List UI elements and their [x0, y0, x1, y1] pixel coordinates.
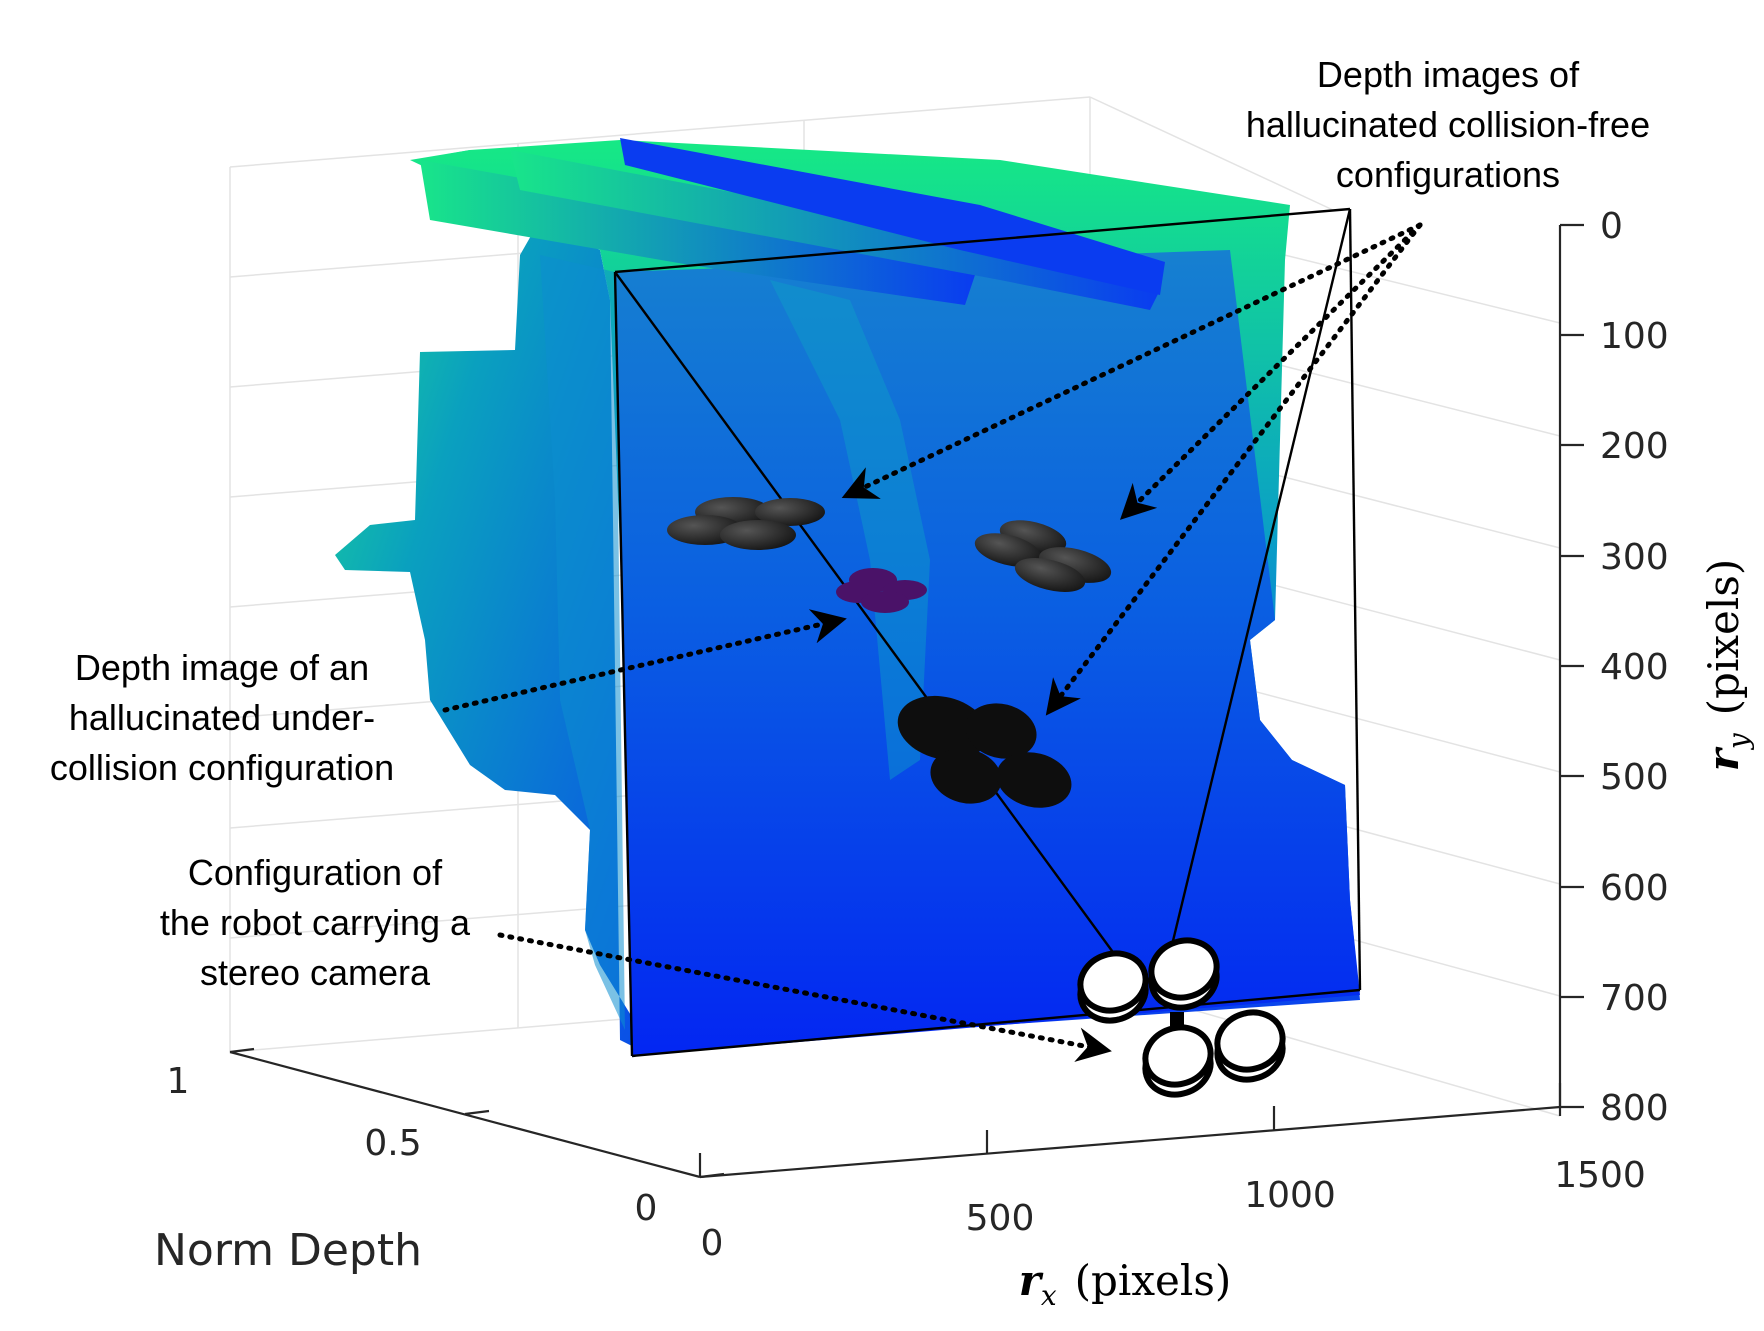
- depth-tick-0-5: 0.5: [364, 1123, 421, 1164]
- ry-tick-0: 0: [1600, 206, 1623, 247]
- depth-axis-label: Norm Depth: [154, 1225, 422, 1276]
- arrow-collision: [442, 609, 847, 713]
- rx-tick-labels: 0 500 1000 1500: [701, 1155, 1646, 1264]
- free-config-2: [974, 520, 1112, 592]
- annotation-collision-line-2: hallucinated under-: [69, 697, 375, 738]
- ry-label-symbol: r: [1699, 746, 1748, 771]
- rx-axis-label: rx (pixels): [1019, 1256, 1232, 1312]
- depth-surface-front: [615, 250, 1360, 1056]
- ry-label-sub: y: [1722, 732, 1755, 751]
- ry-tick-600: 600: [1600, 868, 1669, 909]
- free-config-1: [667, 497, 825, 550]
- annotation-collision: Depth image of an hallucinated under- co…: [50, 647, 394, 788]
- annotation-collision-line-1: Depth image of an: [75, 647, 369, 688]
- collision-config-marker: [836, 568, 927, 613]
- rx-tick-500: 500: [966, 1198, 1035, 1239]
- ry-tick-marks: [1560, 223, 1584, 1109]
- depth-surface-top-strip-3: [620, 138, 1165, 295]
- ry-tick-500: 500: [1600, 757, 1669, 798]
- rx-tick-0: 0: [701, 1223, 724, 1264]
- svg-text:ry(pixels): ry (pixels): [1699, 559, 1755, 772]
- annotation-free-line-3: configurations: [1336, 154, 1560, 195]
- arrow-free-3: [1045, 222, 1423, 716]
- depth-surface-column-mid: [770, 280, 930, 780]
- depth-surface-column-left: [540, 255, 625, 1030]
- axis-lines: [229, 225, 1562, 1179]
- annotation-free-line-1: Depth images of: [1317, 54, 1580, 95]
- ry-axis-label: ry (pixels): [1699, 559, 1755, 772]
- rotor-4: [1214, 1009, 1286, 1083]
- annotation-robot-line-3: stereo camera: [200, 952, 431, 993]
- annotation-free-line-2: hallucinated collision-free: [1246, 104, 1650, 145]
- annotation-robot-line-1: Configuration of: [188, 852, 443, 893]
- rx-tick-1500: 1500: [1554, 1155, 1646, 1196]
- depth-tick-1: 1: [167, 1061, 190, 1102]
- ry-label-unit: (pixels): [1699, 559, 1748, 716]
- arrow-free-2: [1120, 222, 1423, 520]
- ry-tick-100: 100: [1600, 316, 1669, 357]
- free-config-markers: [667, 497, 1112, 808]
- ry-tick-300: 300: [1600, 537, 1669, 578]
- annotation-free: Depth images of hallucinated collision-f…: [1246, 54, 1650, 195]
- ry-tick-800: 800: [1600, 1088, 1669, 1129]
- ry-tick-200: 200: [1600, 426, 1669, 467]
- rotor-1: [1077, 950, 1149, 1024]
- annotation-collision-line-3: collision configuration: [50, 747, 394, 788]
- camera-frustum: [613, 207, 1362, 1058]
- annotation-robot-line-2: the robot carrying a: [160, 902, 471, 943]
- annotation-arrows: [442, 222, 1423, 1062]
- ry-tick-700: 700: [1600, 978, 1669, 1019]
- ry-tick-400: 400: [1600, 647, 1669, 688]
- depth-tick-labels: 1 0.5 0: [167, 1061, 658, 1229]
- annotation-robot: Configuration of the robot carrying a st…: [160, 852, 471, 993]
- arrow-robot: [497, 932, 1112, 1062]
- depth-tick-0: 0: [635, 1188, 658, 1229]
- depth-surface-top-strip-2: [510, 150, 1160, 310]
- rotor-2: [1148, 937, 1220, 1011]
- rx-tick-1000: 1000: [1244, 1175, 1336, 1216]
- rx-label-sub: x: [1041, 1279, 1057, 1312]
- rx-label-symbol: r: [1019, 1256, 1044, 1305]
- robot-quadrotor: [1077, 937, 1286, 1098]
- ry-tick-labels: 0 100 200 300 400 500 600 700 800: [1600, 206, 1669, 1129]
- depth-tick-marks: [229, 1047, 725, 1179]
- rx-label-unit: (pixels): [1075, 1256, 1232, 1305]
- free-config-3: [897, 695, 1072, 808]
- rx-tick-marks: [698, 1083, 1562, 1177]
- rotor-3: [1142, 1024, 1214, 1098]
